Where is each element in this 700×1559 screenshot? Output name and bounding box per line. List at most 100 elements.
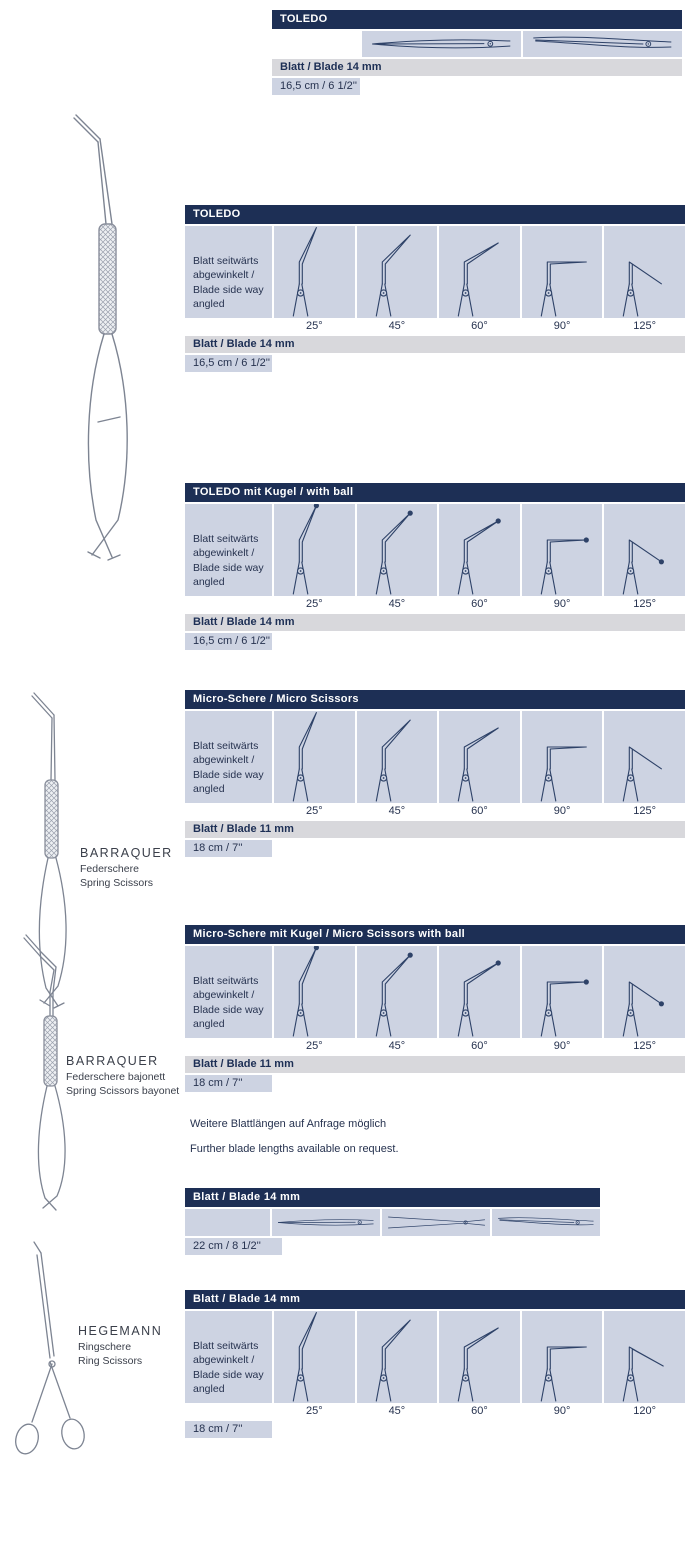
table-title: Micro-Schere mit Kugel / Micro Scissors … — [185, 925, 685, 944]
blade-45-illustration — [375, 234, 411, 317]
blade-size-bar: Blatt / Blade 14 mm — [185, 336, 685, 353]
spacer-cell — [272, 31, 360, 57]
table-title: TOLEDO — [272, 10, 682, 29]
angle-label: 125° — [633, 805, 657, 817]
angle-label: 90° — [553, 1405, 571, 1417]
scissors-open-icon — [384, 1209, 488, 1236]
illustration-row — [272, 31, 682, 57]
scissors-straight-icon — [365, 31, 518, 57]
blade-cell-90 — [521, 946, 603, 1038]
angle-row: 25° 45° 60° 90° 125° — [185, 597, 685, 612]
micro-blade-45-illustration — [375, 719, 411, 802]
table-title: Blatt / Blade 14 mm — [185, 1290, 685, 1309]
label-barraquer-bayonet: BARRAQUER Federschere bajonett Spring Sc… — [66, 1054, 179, 1098]
spacer-cell — [185, 597, 272, 612]
blade-size-bar: Blatt / Blade 14 mm — [272, 59, 682, 76]
angle-label: 45° — [388, 1040, 406, 1052]
blade-cell-45 — [356, 711, 438, 803]
instrument-name: BARRAQUER — [66, 1054, 159, 1068]
spacer-cell — [185, 1404, 272, 1419]
table-title: Micro-Schere / Micro Scissors — [185, 690, 685, 709]
blade-cell-125 — [604, 504, 685, 596]
instrument-sub-de: Ringschere — [78, 1341, 132, 1353]
blade-size-bar: Blatt / Blade 11 mm — [185, 1056, 685, 1073]
blade-cell-25 — [274, 1311, 355, 1403]
spacer-cell — [185, 1039, 272, 1054]
instrument-sub-en: Spring Scissors bayonet — [66, 1084, 180, 1097]
blade-cell-90 — [521, 504, 603, 596]
hegemann-blade-45-illustration — [375, 1319, 411, 1402]
angle-label: 90° — [553, 805, 571, 817]
angle-label: 45° — [388, 1405, 406, 1417]
table-toledo-ball: TOLEDO mit Kugel / with ball Blatt seitw… — [185, 483, 685, 650]
angle-label: 60° — [471, 805, 488, 817]
blade-cell-125 — [604, 711, 685, 803]
side-label: Blatt seitwärts abgewinkelt / Blade side… — [193, 533, 264, 589]
scissors-curved-icon — [494, 1209, 598, 1236]
scissors-curved-icon — [526, 31, 679, 57]
table-toledo-angled: TOLEDO Blatt seitwärts abgewinkelt / Bla… — [185, 205, 685, 372]
note-en: Further blade lengths available on reque… — [190, 1143, 399, 1155]
side-label-cell: Blatt seitwärts abgewinkelt / Blade side… — [185, 226, 272, 318]
blade-cell-45 — [356, 1311, 438, 1403]
blade-size-bar: Blatt / Blade 11 mm — [185, 821, 685, 838]
hegemann-blade-90-illustration — [540, 1346, 587, 1402]
scissors-cell — [272, 1209, 380, 1236]
table-title: TOLEDO mit Kugel / with ball — [185, 483, 685, 502]
blade-cell-45 — [356, 226, 438, 318]
angle-label: 60° — [471, 320, 488, 332]
blade-size-bar: Blatt / Blade 14 mm — [185, 614, 685, 631]
side-label: Blatt seitwärts abgewinkelt / Blade side… — [193, 740, 264, 796]
table-body: Blatt seitwärts abgewinkelt / Blade side… — [185, 504, 685, 596]
angle-label: 90° — [553, 320, 571, 332]
blade-cell-125 — [604, 946, 685, 1038]
angle-label: 25° — [305, 320, 323, 332]
angle-label: 25° — [305, 1040, 323, 1052]
scissors-cell — [362, 31, 521, 57]
blade-ball-60-illustration — [457, 518, 501, 595]
micro-blade-ball-45-illustration — [375, 952, 413, 1037]
angle-row: 25° 45° 60° 90° 125° — [185, 1039, 685, 1054]
angle-row: 25° 45° 60° 90° 125° — [185, 804, 685, 819]
side-label-cell: Blatt seitwärts abgewinkelt / Blade side… — [185, 946, 272, 1038]
side-label: Blatt seitwärts abgewinkelt / Blade side… — [193, 975, 264, 1031]
table-body: Blatt seitwärts abgewinkelt / Blade side… — [185, 1311, 685, 1403]
blade-cell-25 — [274, 946, 355, 1038]
instrument-sub-en: Ring Scissors — [78, 1354, 143, 1367]
angle-label: 125° — [633, 598, 657, 610]
barraquer-spring-scissors-illustration — [31, 692, 67, 1009]
blade-ball-90-illustration — [540, 537, 589, 595]
instrument-sub-de: Federschere bajonett — [66, 1071, 166, 1083]
table-blade14-angled: Blatt / Blade 14 mm Blatt seitwärts abge… — [185, 1290, 685, 1438]
micro-blade-25-illustration — [292, 712, 317, 802]
instrument-name: BARRAQUER — [80, 846, 173, 860]
scissors-straight-icon — [274, 1209, 378, 1236]
micro-blade-90-illustration — [540, 746, 587, 802]
angle-row: 25° 45° 60° 90° 125° — [185, 319, 685, 334]
side-label-cell: Blatt seitwärts abgewinkelt / Blade side… — [185, 504, 272, 596]
blade-125-illustration — [623, 261, 663, 317]
side-label: Blatt seitwärts abgewinkelt / Blade side… — [193, 1340, 264, 1396]
micro-blade-60-illustration — [457, 727, 499, 802]
scissors-cell — [523, 31, 682, 57]
blade-25-illustration — [292, 227, 317, 317]
spacer-cell — [185, 1209, 270, 1236]
barraquer-bayonet-scissors-illustration — [23, 934, 66, 1211]
table-body: Blatt seitwärts abgewinkelt / Blade side… — [185, 946, 685, 1038]
table-micro-scissors-ball: Micro-Schere mit Kugel / Micro Scissors … — [185, 925, 685, 1092]
blade-cell-60 — [439, 711, 520, 803]
length-cell: 18 cm / 7'' — [185, 1075, 272, 1092]
angle-label: 90° — [553, 1040, 571, 1052]
illustration-row — [185, 1209, 600, 1236]
angle-label: 125° — [633, 320, 657, 332]
length-cell: 18 cm / 7'' — [185, 840, 272, 857]
note-de: Weitere Blattlängen auf Anfrage möglich — [190, 1118, 387, 1130]
blade-cell-90 — [521, 1311, 603, 1403]
micro-blade-ball-125-illustration — [623, 981, 665, 1037]
angle-label: 25° — [305, 805, 323, 817]
side-label-cell: Blatt seitwärts abgewinkelt / Blade side… — [185, 711, 272, 803]
angle-label: 125° — [633, 1040, 657, 1052]
micro-blade-ball-25-illustration — [292, 946, 319, 1037]
blade-cell-120 — [604, 1311, 685, 1403]
